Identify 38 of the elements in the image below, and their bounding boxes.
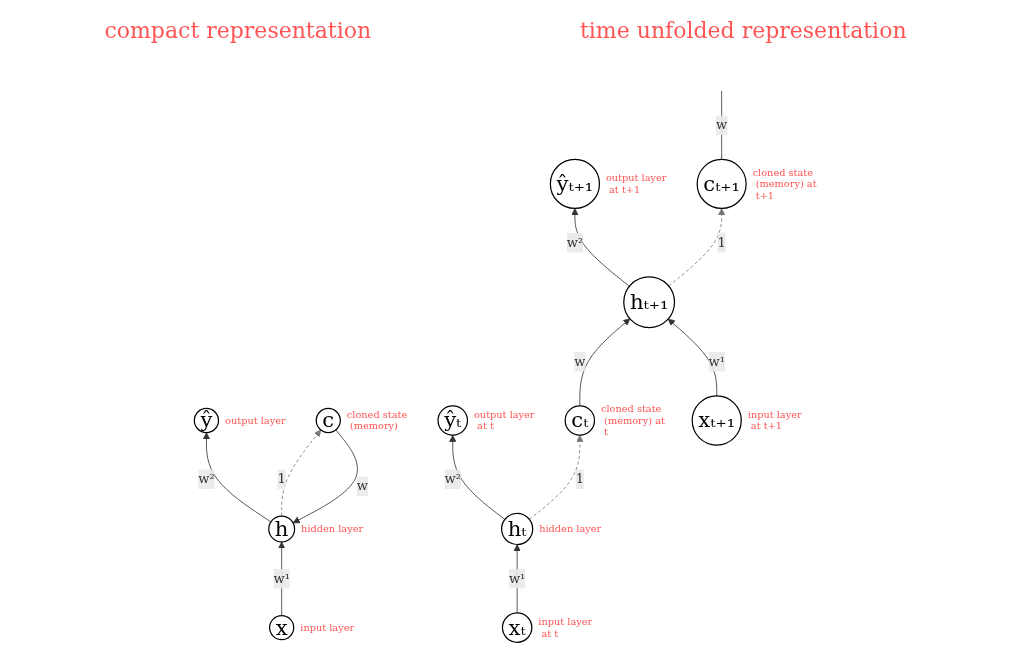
node-caption: hidden layer [301, 523, 364, 535]
node-caption: input layer at t+1 [747, 409, 802, 432]
edge-label: w [356, 478, 368, 494]
node-caption: cloned state (memory) at t [601, 403, 665, 438]
node-caption: output layer [225, 414, 286, 426]
edge-label: 1 [575, 471, 584, 487]
edge-label: w¹ [708, 353, 725, 370]
heading: compact representation [104, 17, 372, 43]
node-circle: ŷₜ [437, 405, 469, 436]
node-caption: output layer at t+1 [605, 172, 667, 195]
node-circle: ŷₜ₊₁ [549, 158, 601, 210]
node-caption: cloned state (memory) [346, 409, 408, 432]
node-caption: output layer at t [473, 409, 535, 432]
node-circle: hₜ [501, 512, 534, 546]
node-caption: input layer at t [538, 616, 593, 639]
edge-label: w² [444, 471, 461, 487]
node-circle: h [268, 515, 296, 543]
heading: time unfolded representation [580, 17, 907, 43]
edge-label: w [574, 353, 586, 370]
node-caption: hidden layer [539, 523, 602, 535]
edge-label: w¹ [273, 570, 290, 587]
node-circle: xₜ [501, 612, 533, 643]
edge-label: w¹ [508, 570, 526, 587]
edge-label: w [716, 117, 728, 133]
node-circle: x [268, 614, 295, 641]
edge-label: w² [198, 471, 215, 487]
connector [721, 90, 723, 160]
node-circle: c [315, 407, 341, 434]
node-circle: ŷ [193, 407, 220, 434]
node-caption: input layer [300, 621, 355, 633]
node-circle: hₜ₊₁ [623, 276, 676, 329]
edge-label: 1 [277, 471, 286, 487]
node-caption: cloned state (memory) at t+1 [752, 166, 817, 201]
node-circle: xₜ₊₁ [691, 395, 742, 446]
node-circle: cₜ [564, 405, 596, 436]
node-circle: cₜ₊₁ [696, 158, 747, 209]
edge-label: w² [566, 234, 584, 250]
edge-label: 1 [717, 234, 726, 250]
